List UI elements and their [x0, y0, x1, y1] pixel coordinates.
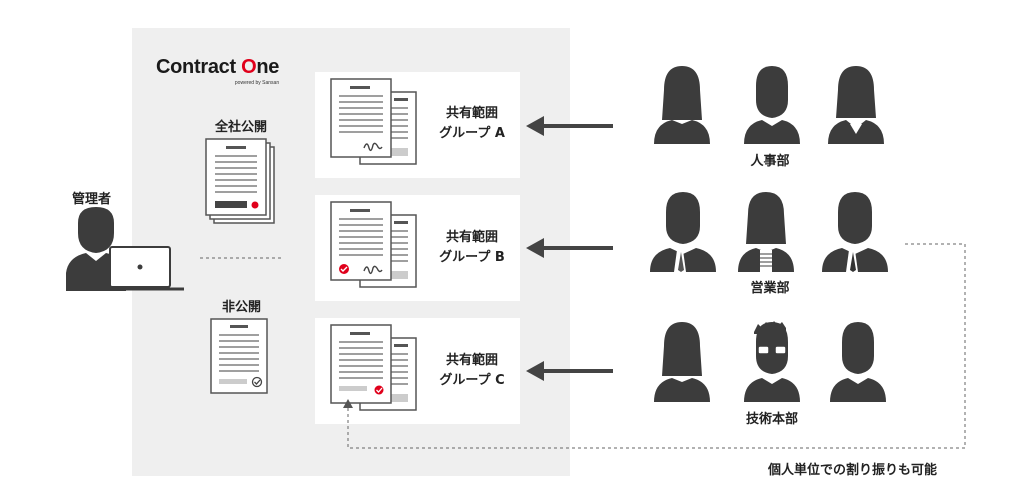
admin-label: 管理者 [72, 192, 112, 207]
group-a-line2: グループ A [439, 126, 505, 141]
hr-person-2-icon [744, 66, 800, 144]
contractone-logo: Contract One powered by Sansan [156, 56, 280, 86]
logo-text-ne: ne [256, 56, 280, 78]
dept-engineering-label: 技術本部 [745, 412, 798, 427]
admin-person-icon [66, 207, 184, 291]
arrow-group-a [526, 116, 613, 136]
engineering-person-3-icon [830, 322, 886, 402]
private-document-icon [210, 318, 268, 394]
sales-person-1-icon [650, 192, 716, 272]
dept-hr-label: 人事部 [750, 154, 790, 169]
engineering-person-1-icon [654, 322, 710, 402]
public-label: 全社公開 [215, 120, 268, 135]
sales-person-3-icon [822, 192, 888, 272]
group-c-documents-icon [330, 324, 417, 411]
group-c-line2: グループ C [439, 373, 505, 388]
engineering-person-2-icon [744, 321, 800, 402]
group-a-label: 共有範囲 グループ A [427, 104, 517, 144]
arrow-group-b [526, 238, 613, 258]
group-a-documents-icon [330, 78, 417, 165]
group-b-label: 共有範囲 グループ B [427, 228, 517, 268]
public-document-stack-icon [205, 138, 275, 224]
group-b-line2: グループ B [439, 250, 505, 265]
group-c-line1: 共有範囲 [445, 353, 498, 368]
group-a-line1: 共有範囲 [445, 106, 498, 121]
logo-text-o: O [241, 56, 257, 78]
group-b-documents-icon [330, 201, 417, 288]
individual-assignment-note: 個人単位での割り振りも可能 [768, 463, 938, 478]
private-label: 非公開 [222, 300, 262, 315]
group-c-label: 共有範囲 グループ C [427, 351, 517, 391]
hr-person-1-icon [654, 66, 710, 144]
logo-tagline: powered by Sansan [234, 80, 280, 86]
dept-sales-label: 営業部 [750, 281, 790, 296]
arrow-group-c [526, 361, 613, 381]
individual-assignment-dashed-arrow [343, 243, 966, 449]
hr-person-3-icon [828, 66, 884, 144]
logo-text-contract: Contract [156, 56, 242, 78]
group-b-line1: 共有範囲 [445, 230, 498, 245]
sales-person-2-icon [738, 192, 794, 272]
